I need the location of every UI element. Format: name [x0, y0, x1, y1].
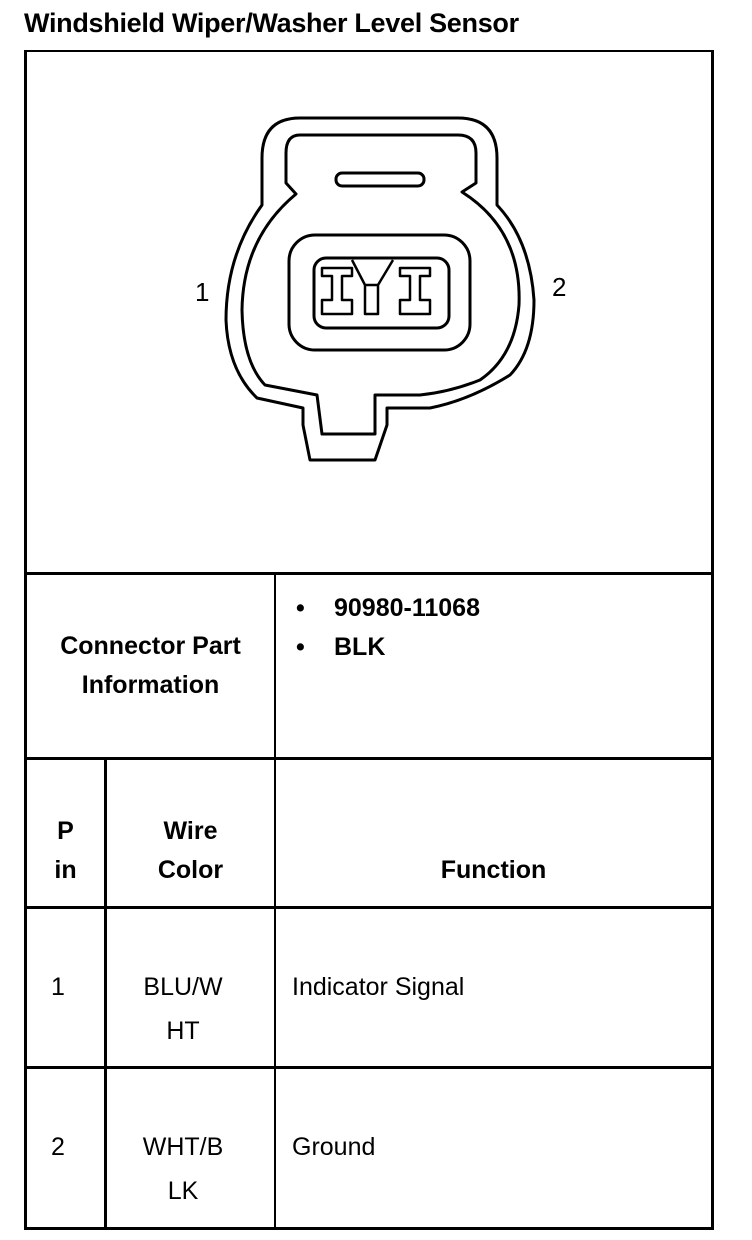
connector-diagram: 1 2: [195, 116, 566, 462]
header-function-label: Function: [440, 856, 547, 884]
connector-info-list: • 90980-11068 • BLK: [296, 589, 696, 667]
terminal-cavity-outer: [287, 233, 472, 352]
connector-info-item: • BLK: [296, 628, 696, 667]
connector-outer-housing: [224, 116, 536, 462]
header-pin-line2: in: [54, 856, 77, 884]
bullet-icon: •: [296, 633, 305, 661]
connector-info-label: Connector Part Information: [27, 575, 274, 757]
border-right: [711, 50, 714, 1230]
divider-header-bottom: [24, 906, 714, 909]
row-1-wire-color: BLU/W HT: [107, 965, 259, 1053]
row-1-function: Indicator Signal: [292, 965, 702, 1009]
table-cell-wire-line1: WHT/B: [142, 1133, 224, 1161]
divider-info-column: [274, 572, 276, 1230]
header-pin: P in: [27, 812, 104, 892]
border-bottom: [24, 1227, 714, 1230]
page-title: Windshield Wiper/Washer Level Sensor: [24, 8, 519, 38]
divider-pin-column: [104, 757, 107, 1230]
row-2-pin: 2: [27, 1125, 89, 1169]
header-function: Function: [276, 851, 711, 891]
header-wire-color: Wire Color: [107, 812, 274, 892]
table-cell-function: Ground: [292, 1133, 376, 1161]
connector-info-item: • 90980-11068: [296, 589, 696, 628]
pin-2-label: 2: [552, 272, 566, 302]
table-cell-pin: 2: [51, 1133, 65, 1161]
table-cell-pin: 1: [51, 973, 65, 1001]
header-pin-line1: P: [57, 817, 74, 845]
table-cell-wire-line2: HT: [166, 1017, 200, 1045]
connector-inner-housing: [240, 133, 521, 436]
connector-info-label-line2: Information: [81, 671, 220, 699]
connector-color: BLK: [334, 633, 386, 661]
bullet-icon: •: [296, 594, 305, 622]
terminal-pattern: [320, 259, 432, 316]
header-wire-line1: Wire: [163, 817, 218, 845]
row-2-wire-color: WHT/B LK: [107, 1125, 259, 1213]
table-cell-function: Indicator Signal: [292, 973, 465, 1001]
border-left: [24, 50, 27, 1230]
row-2-function: Ground: [292, 1125, 702, 1169]
divider-diagram-bottom: [24, 572, 714, 575]
connector-info-label-line1: Connector Part: [60, 632, 241, 660]
header-wire-line2: Color: [157, 856, 224, 884]
terminal-cavity-inner: [312, 256, 451, 330]
connector-part-number: 90980-11068: [334, 594, 480, 622]
connector-info-values: • 90980-11068 • BLK: [296, 589, 696, 749]
row-1-pin: 1: [27, 965, 89, 1009]
divider-info-bottom: [24, 757, 714, 760]
pin-1-label: 1: [195, 277, 209, 307]
latch-slot: [334, 171, 426, 188]
table-cell-wire-line2: LK: [167, 1177, 199, 1205]
divider-row1-bottom: [24, 1066, 714, 1069]
table-cell-wire-line1: BLU/W: [143, 973, 223, 1001]
border-top: [24, 50, 714, 52]
